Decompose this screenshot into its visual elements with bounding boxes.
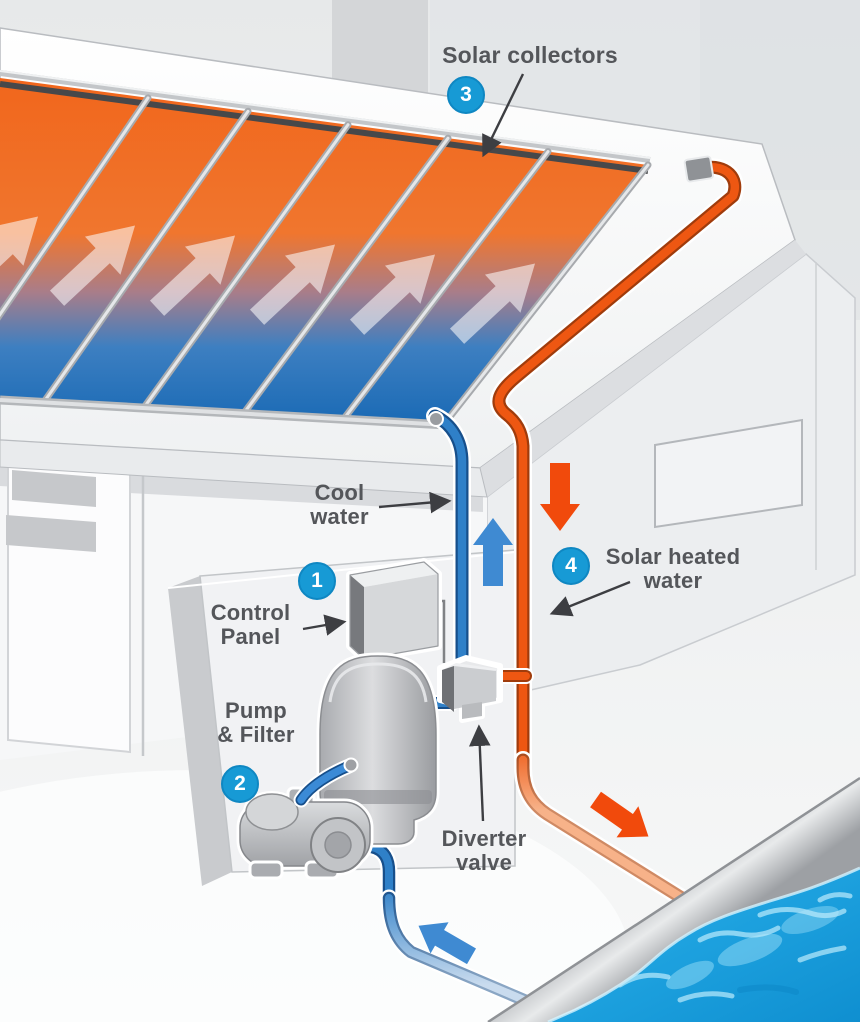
riser-connector xyxy=(428,411,444,427)
label-solar-heated-water: Solar heated water xyxy=(593,545,753,593)
collector-rails xyxy=(0,94,652,427)
label-pump-filter-line1: Pump xyxy=(225,698,287,723)
label-control-panel: Control Panel xyxy=(193,601,308,649)
label-cool-water-line2: water xyxy=(310,503,369,529)
label-solar-collectors-text: Solar collectors xyxy=(442,42,618,68)
label-solar-heated-water-line2: water xyxy=(643,567,703,593)
pool xyxy=(487,776,860,1022)
door xyxy=(6,460,145,756)
leader-diverter-valve xyxy=(468,724,491,822)
pool-caustics xyxy=(617,892,853,1003)
label-solar-collectors: Solar collectors xyxy=(425,43,635,68)
label-pump-filter-line2: & Filter xyxy=(217,721,295,747)
label-cool-water-line1: Cool xyxy=(314,480,365,505)
control-panel-box xyxy=(346,558,442,663)
step-badge-4: 4 xyxy=(552,547,590,585)
filter-tank xyxy=(316,652,440,848)
house-roof xyxy=(0,27,806,498)
step-badge-2: 2 xyxy=(221,765,259,803)
label-control-panel-line1: Control xyxy=(210,600,291,625)
roof-pipe-connector xyxy=(683,155,714,183)
leader-control-panel xyxy=(302,614,347,636)
label-solar-heated-water-line1: Solar heated xyxy=(605,544,741,569)
leader-solar-heated-water xyxy=(549,580,631,617)
leader-cool-water xyxy=(378,491,452,514)
diverter-valve-box xyxy=(437,655,503,723)
label-diverter-valve: Diverter valve xyxy=(428,827,540,875)
label-control-panel-line2: Panel xyxy=(220,623,281,649)
label-cool-water: Cool water xyxy=(297,481,382,529)
roof-fascia-right xyxy=(480,240,806,497)
hot-water-pipe xyxy=(482,158,744,909)
wall-recessed-panel xyxy=(654,418,803,529)
step-badge-3: 3 xyxy=(447,76,485,114)
label-pump-filter: Pump & Filter xyxy=(196,699,316,747)
pump-to-filter-pipe xyxy=(293,757,359,808)
label-diverter-valve-line1: Diverter xyxy=(441,826,527,851)
leader-lines xyxy=(302,73,631,822)
label-diverter-valve-line2: valve xyxy=(455,849,513,875)
solar-collector-array xyxy=(0,70,652,430)
leader-solar-collectors xyxy=(482,73,525,158)
step-badge-1: 1 xyxy=(298,562,336,600)
roof-fascia-front xyxy=(0,439,488,498)
